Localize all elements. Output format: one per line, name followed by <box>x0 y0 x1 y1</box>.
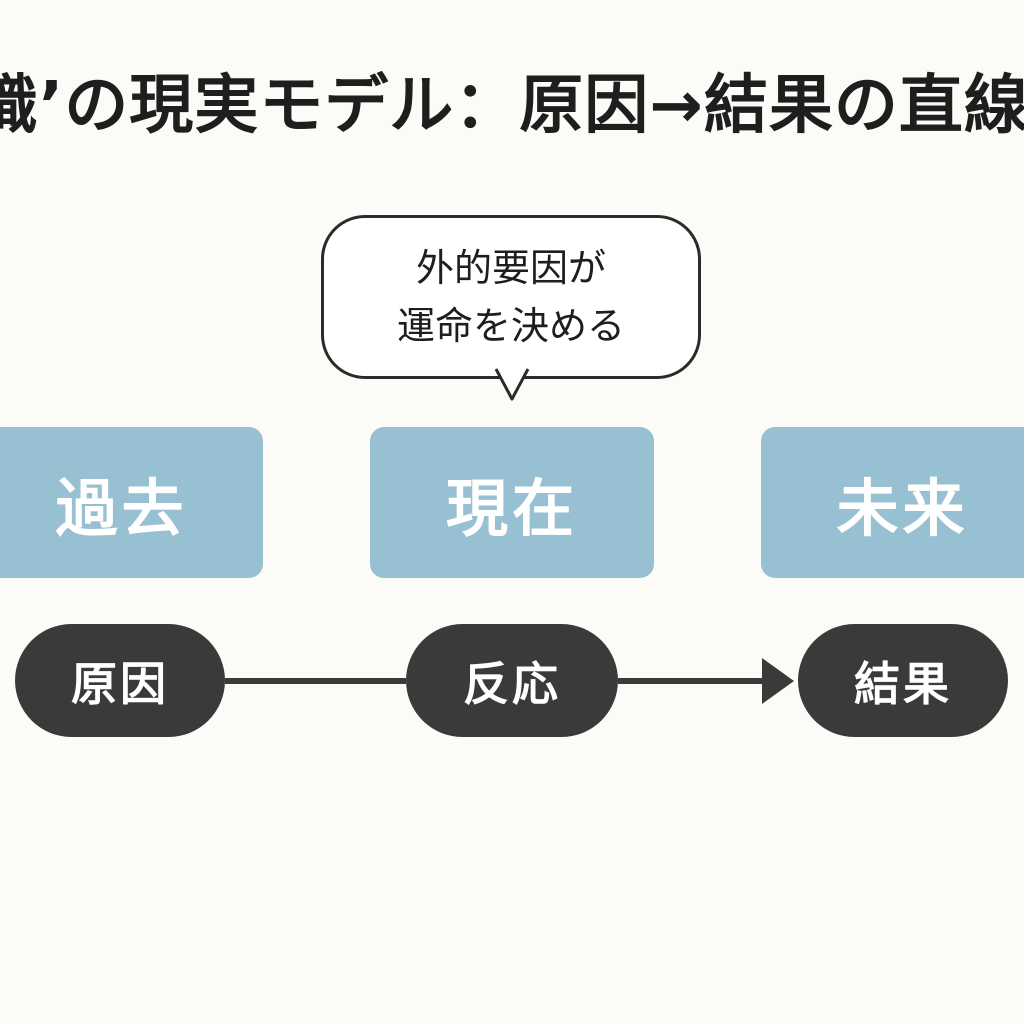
speech-bubble-line-2: 運命を決める <box>396 304 625 348</box>
flow-node-result: 結果 <box>798 624 1008 737</box>
speech-bubble: 外的要因が 運命を決める <box>321 215 701 379</box>
flow-node-reaction: 反応 <box>406 624 618 737</box>
speech-bubble-line-1: 外的要因が <box>415 246 606 290</box>
time-box-past: 過去 <box>0 427 263 578</box>
arrow-head-icon <box>762 658 794 704</box>
time-box-future: 未来 <box>761 427 1024 578</box>
flow-node-cause: 原因 <box>15 624 225 737</box>
diagram-title: 識’の現実モデル：原因→結果の直線 <box>0 69 1024 143</box>
time-box-present: 現在 <box>370 427 654 578</box>
speech-bubble-tail <box>494 367 530 401</box>
